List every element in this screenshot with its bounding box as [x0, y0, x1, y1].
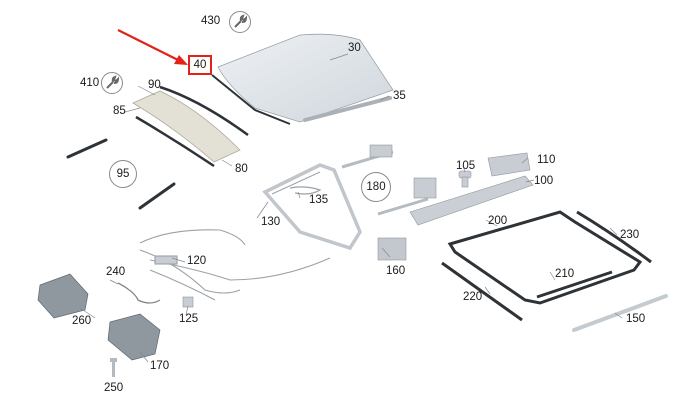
part-label-220[interactable]: 220 — [463, 291, 483, 303]
part-label-105[interactable]: 105 — [456, 160, 476, 172]
frame-130 — [262, 163, 362, 251]
seal-95-b — [138, 182, 176, 210]
part-label-410[interactable]: 410 — [80, 77, 100, 89]
motor-260 — [37, 273, 89, 319]
part-label-110[interactable]: 110 — [537, 154, 556, 166]
part-label-30[interactable]: 30 — [348, 42, 361, 54]
part-label-35[interactable]: 35 — [393, 90, 406, 102]
clip-125 — [182, 296, 194, 308]
part-label-170[interactable]: 170 — [150, 360, 170, 372]
rail-100 — [409, 175, 534, 226]
seal-80 — [135, 115, 215, 168]
wrench-icon — [229, 11, 251, 33]
cable-135 — [289, 186, 322, 195]
bracket-160 — [377, 237, 407, 261]
wrench-icon — [101, 72, 123, 94]
seal-95-a — [66, 138, 108, 159]
drive-motor-170 — [107, 313, 161, 361]
part-label-135[interactable]: 135 — [309, 194, 329, 206]
part-label-150[interactable]: 150 — [626, 313, 646, 325]
seal-230 — [576, 210, 652, 264]
part-label-80[interactable]: 80 — [235, 163, 248, 175]
part-label-120[interactable]: 120 — [187, 255, 207, 267]
part-label-85[interactable]: 85 — [113, 105, 126, 117]
part-label-210[interactable]: 210 — [555, 268, 575, 280]
part-label-240[interactable]: 240 — [106, 266, 126, 278]
seal-90 — [159, 85, 249, 137]
leader-lines — [79, 85, 623, 363]
part-label-250[interactable]: 250 — [104, 382, 124, 394]
red-arrow — [117, 29, 188, 65]
part-label-95[interactable]: 95 — [109, 160, 137, 188]
part-label-160[interactable]: 160 — [386, 265, 406, 277]
part-label-200[interactable]: 200 — [488, 215, 508, 227]
strip-150 — [572, 294, 668, 332]
seal-220 — [441, 261, 523, 322]
part-label-100[interactable]: 100 — [534, 175, 554, 187]
part-label-130[interactable]: 130 — [261, 216, 281, 228]
wire-240 — [117, 282, 161, 304]
part-label-260[interactable]: 260 — [72, 315, 92, 327]
part-label-230[interactable]: 230 — [620, 229, 640, 241]
sunshade-panel — [132, 90, 241, 163]
cable-harness-120 — [139, 229, 331, 301]
part-label-125[interactable]: 125 — [179, 313, 199, 325]
clip-105 — [458, 170, 472, 188]
seal-200 — [447, 210, 643, 305]
bracket-110 — [487, 152, 531, 177]
trim-strip-35 — [303, 96, 392, 122]
guide-rail-180 — [341, 144, 437, 216]
part-label-430[interactable]: 430 — [201, 15, 221, 27]
roof-glass-panel — [211, 33, 394, 125]
highlighted-part-label[interactable]: 40 — [188, 55, 212, 75]
part-label-180[interactable]: 180 — [361, 172, 391, 202]
seal-210 — [536, 270, 613, 299]
part-label-90[interactable]: 90 — [148, 79, 161, 91]
screw-250 — [110, 358, 117, 377]
